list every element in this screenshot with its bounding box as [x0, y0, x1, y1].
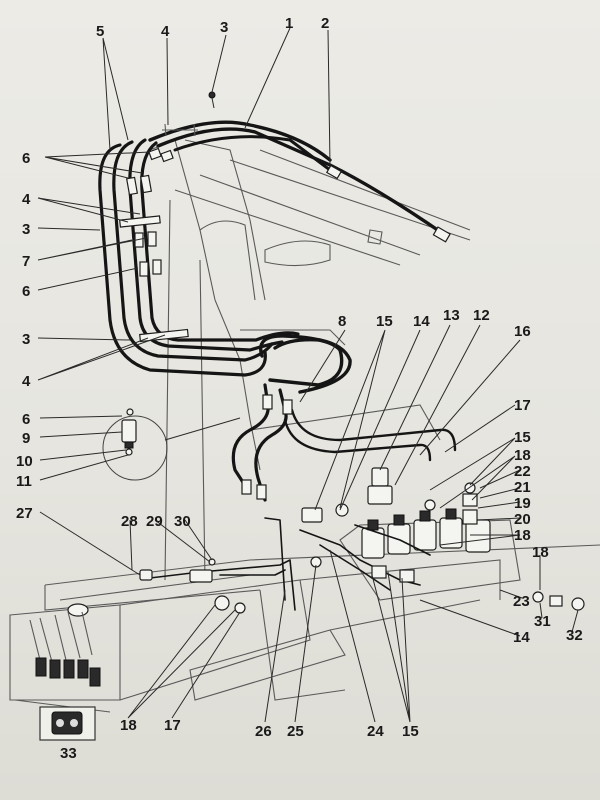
callout-6: 6: [22, 283, 30, 300]
callout-7: 7: [22, 253, 30, 270]
detail-fitting: [121, 408, 137, 456]
callout-33: 33: [60, 745, 77, 762]
callout-3: 3: [220, 19, 228, 36]
detail-circle: [102, 415, 168, 481]
callout-12: 12: [473, 307, 490, 324]
callout-17: 17: [514, 397, 531, 414]
callout-17: 17: [164, 717, 181, 734]
callout-32: 32: [566, 627, 583, 644]
callout-labels: 1 2 3 4 5 6 4 3 7 6 3 4 6 9 10 11 8 15 1…: [16, 15, 583, 762]
callout-14: 14: [413, 313, 430, 330]
callout-16: 16: [514, 323, 531, 340]
callout-23: 23: [513, 593, 530, 610]
callout-13: 13: [443, 307, 460, 324]
hydraulic-hoses: [98, 120, 457, 502]
callout-10: 10: [16, 453, 33, 470]
callout-18: 18: [532, 544, 549, 561]
callout-26: 26: [255, 723, 272, 740]
callout-31: 31: [534, 613, 551, 630]
callout-21: 21: [514, 479, 531, 496]
callout-19: 19: [514, 495, 531, 512]
control-levers: [29, 611, 101, 687]
callout-18: 18: [120, 717, 137, 734]
callout-15: 15: [376, 313, 393, 330]
callout-5: 5: [96, 23, 104, 40]
callout-30: 30: [174, 513, 191, 530]
cap-fitting: [67, 603, 89, 617]
callout-4: 4: [22, 373, 31, 390]
callout-4: 4: [161, 23, 170, 40]
hose-fittings: [125, 147, 451, 500]
callout-14: 14: [513, 629, 530, 646]
callout-18: 18: [514, 447, 531, 464]
callout-22: 22: [514, 463, 531, 480]
chassis-outline: [9, 544, 600, 713]
callout-2: 2: [321, 15, 329, 32]
hose-clamps: [119, 91, 216, 343]
callout-3: 3: [22, 331, 30, 348]
inset-box-33: [39, 706, 96, 741]
callout-25: 25: [287, 723, 304, 740]
callout-4: 4: [22, 191, 31, 208]
valve-block: [301, 467, 585, 611]
callout-1: 1: [285, 15, 293, 32]
callout-29: 29: [146, 513, 163, 530]
boom-outline: [149, 139, 471, 581]
return-lines: [139, 517, 431, 614]
callout-27: 27: [16, 505, 33, 522]
callout-8: 8: [338, 313, 346, 330]
callout-15: 15: [514, 429, 531, 446]
leader-lines: [37, 27, 579, 723]
callout-20: 20: [514, 511, 531, 528]
callout-9: 9: [22, 430, 30, 447]
callout-15: 15: [402, 723, 419, 740]
callout-11: 11: [16, 473, 32, 490]
detail-leader: [164, 417, 241, 441]
callout-6: 6: [22, 411, 30, 428]
callout-24: 24: [367, 723, 384, 740]
callout-6: 6: [22, 150, 30, 167]
callout-18: 18: [514, 527, 531, 544]
callout-28: 28: [121, 513, 138, 530]
callout-3: 3: [22, 221, 30, 238]
